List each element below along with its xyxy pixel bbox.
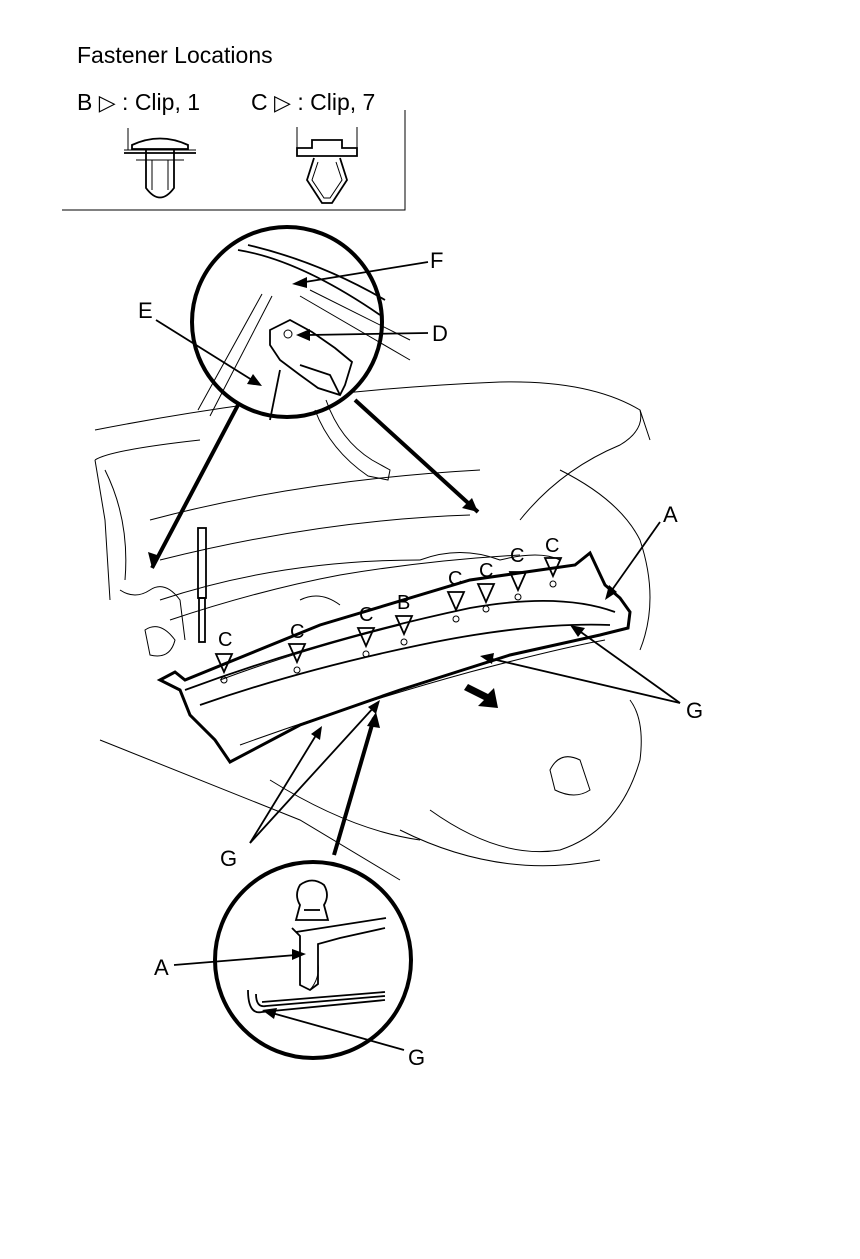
callout-d: D [296, 321, 448, 346]
svg-text:A: A [663, 502, 678, 527]
detail-circle-bottom-leader [332, 712, 380, 856]
clip-c-marker: C [214, 629, 234, 684]
clip-markers: C C C B C C C [214, 535, 563, 684]
callout-a-top: A [605, 502, 678, 600]
svg-text:C: C [218, 629, 232, 651]
removal-direction-arrow [464, 684, 498, 708]
detail-circle-top [190, 225, 411, 481]
legend-box [62, 110, 406, 211]
detail-circle-bottom [213, 860, 413, 1060]
clip-c-marker: C [543, 535, 563, 588]
svg-text:C: C [510, 545, 524, 567]
diagram-title: Fastener Locations [77, 42, 273, 68]
clip-c-marker: C [446, 568, 466, 623]
callout-g-left: G [220, 700, 380, 871]
callout-g-right: G [480, 625, 703, 723]
svg-text:E: E [138, 298, 153, 323]
engine-bay-details [119, 552, 561, 657]
svg-text:G: G [408, 1045, 425, 1070]
svg-text:A: A [154, 955, 169, 980]
svg-text:G: G [220, 846, 237, 871]
legend-text-b: : Clip, 1 [122, 89, 201, 115]
clip-c-marker: C [287, 621, 307, 674]
callout-g-bottom: G [262, 1008, 425, 1070]
svg-text:F: F [430, 248, 443, 273]
triangle-icon: ▷ [274, 90, 291, 115]
clip-b-marker: B [394, 592, 414, 646]
svg-text:C: C [290, 621, 304, 643]
legend-text-c: : Clip, 7 [297, 89, 376, 115]
svg-text:C: C [359, 604, 373, 626]
svg-text:G: G [686, 698, 703, 723]
hood-strut [197, 527, 207, 643]
svg-text:C: C [545, 535, 559, 557]
detail-circle-top-leaders [148, 398, 480, 569]
svg-text:C: C [448, 568, 462, 590]
cowl-cover [156, 550, 632, 764]
legend-clip-c: C ▷ : Clip, 7 [251, 89, 375, 116]
svg-text:B: B [397, 592, 410, 614]
legend-letter-b: B [77, 89, 93, 115]
clip-b-icon [124, 128, 196, 199]
callout-e: E [138, 298, 262, 386]
callout-f: F [292, 248, 443, 288]
svg-text:C: C [479, 560, 493, 582]
front-bumper [99, 699, 642, 881]
legend-letter-c: C [251, 89, 268, 115]
legend-clip-b: B ▷ : Clip, 1 [77, 89, 200, 116]
clip-c-marker: C [508, 545, 528, 601]
clip-c-marker: C [356, 604, 376, 658]
svg-text:D: D [432, 321, 448, 346]
triangle-icon: ▷ [98, 90, 116, 115]
callout-a-bottom: A [154, 949, 306, 980]
clip-c-icon [296, 127, 358, 204]
clip-c-marker: C [476, 560, 496, 613]
